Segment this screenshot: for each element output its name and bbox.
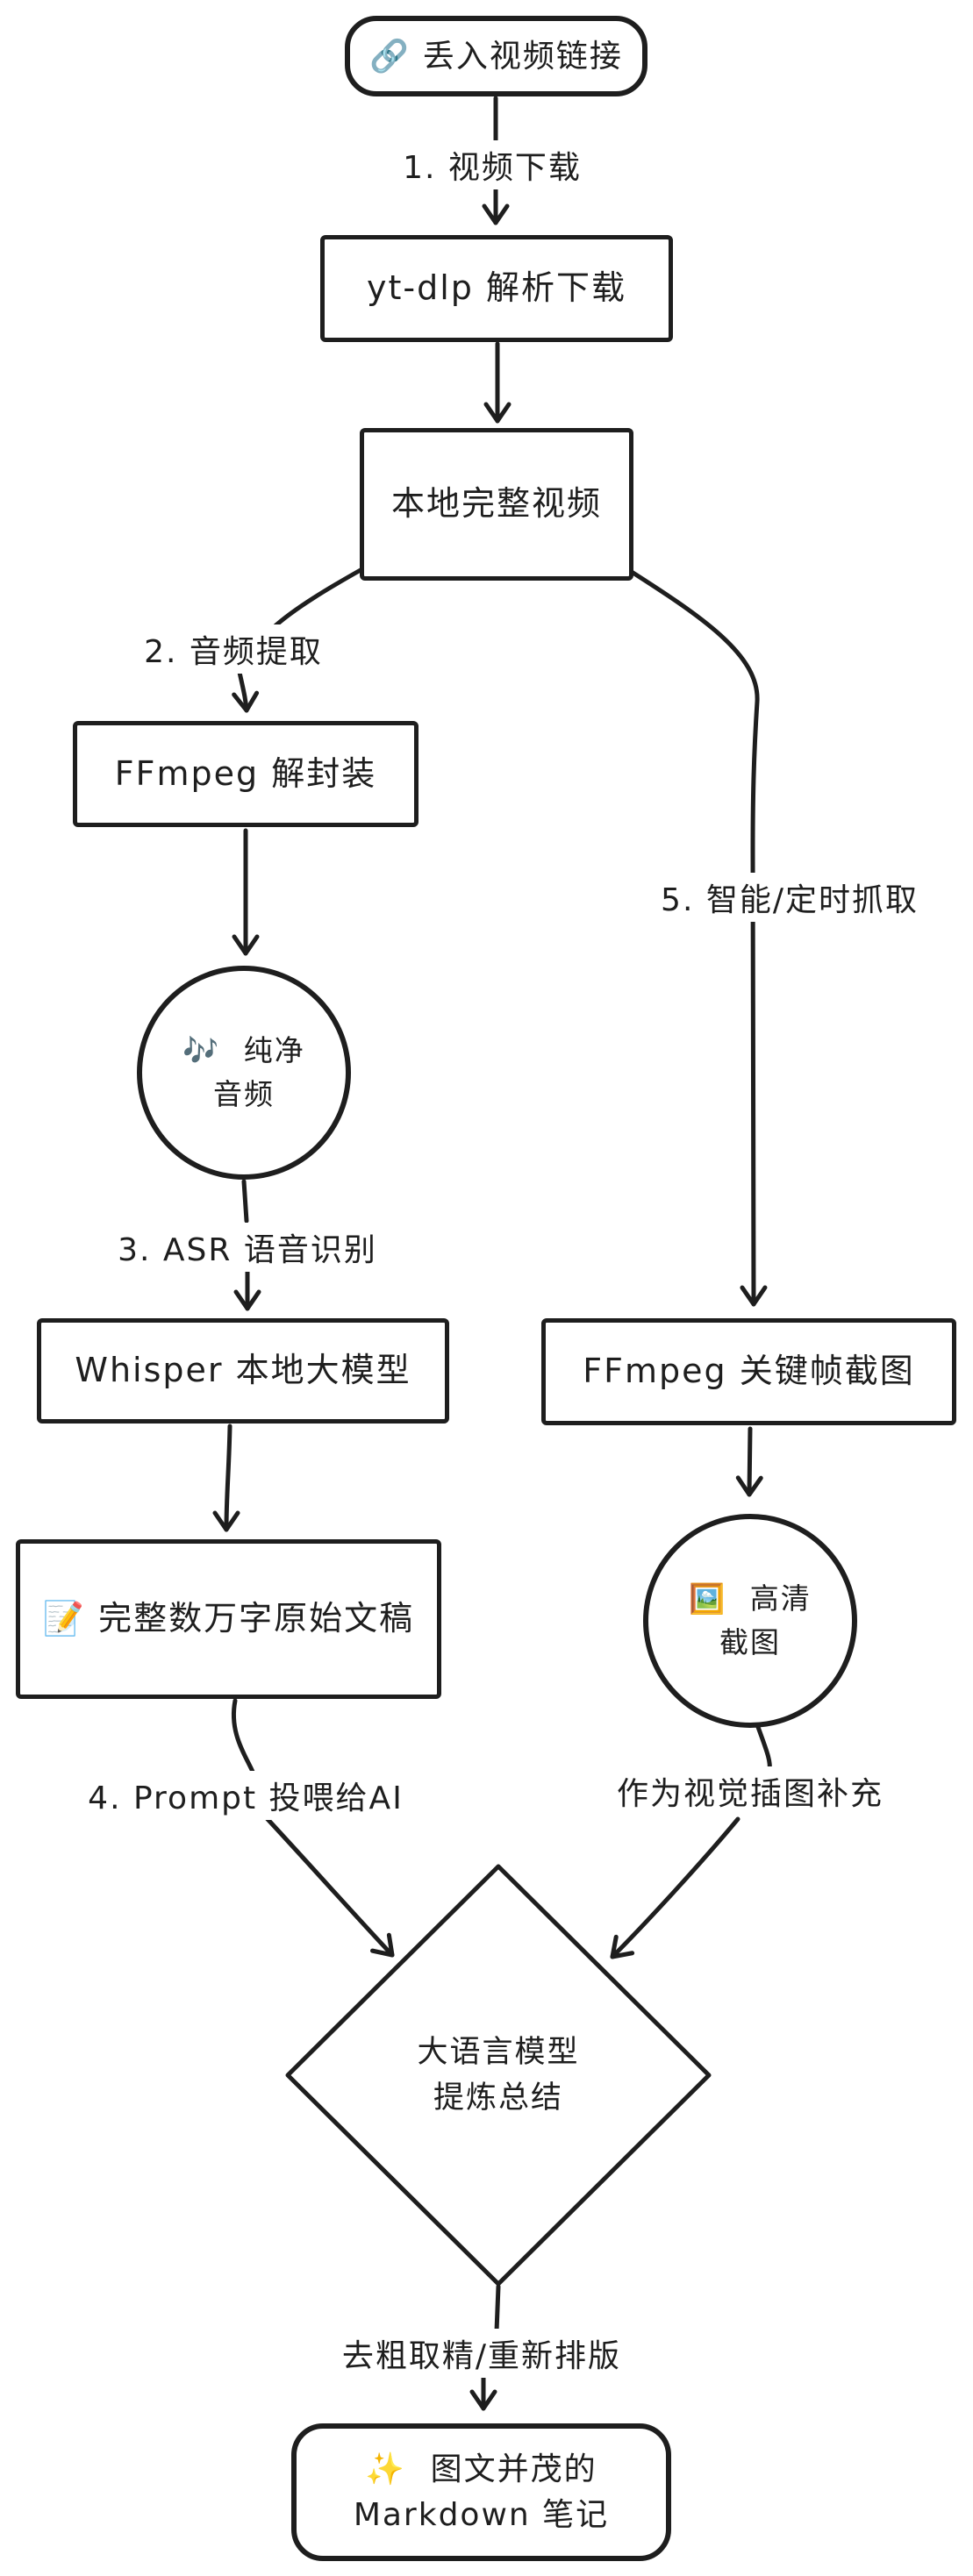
edge-transcript-to-step4: [232, 1698, 255, 1774]
node-hd-screenshot: 🖼️ 高清 截图: [643, 1514, 857, 1728]
node-ytdlp-label: yt-dlp 解析下载: [367, 268, 626, 308]
link-icon: 🔗: [369, 38, 411, 75]
musical-notes-icon: 🎶: [182, 1033, 221, 1067]
node-llm-line2: 提炼总结: [433, 2080, 564, 2116]
edge-label-step2: 2. 音频提取: [137, 624, 330, 674]
edge-audio-to-step3: [241, 1179, 249, 1224]
edge-label-refine: 去粗取精/重新排版: [334, 2329, 629, 2378]
edge-video-to-step2: [270, 564, 369, 631]
edge-label-visual: 作为视觉插图补充: [609, 1766, 891, 1816]
sparkles-icon: ✨: [365, 2451, 407, 2487]
node-ffmpeg-demux: FFmpeg 解封装: [73, 721, 419, 827]
node-input-link: 🔗 丢入视频链接: [345, 16, 647, 96]
node-ffmpeg-keyframe: FFmpeg 关键帧截图: [541, 1318, 956, 1425]
node-pure-audio-line1: 纯净: [243, 1033, 305, 1067]
node-llm-line1: 大语言模型: [417, 2035, 580, 2070]
node-ffmpeg-demux-label: FFmpeg 解封装: [114, 753, 377, 793]
node-whisper: Whisper 本地大模型: [37, 1318, 449, 1424]
framed-picture-icon: 🖼️: [689, 1581, 727, 1616]
node-local-video-label: 本地完整视频: [390, 484, 602, 524]
node-hd-screenshot-line1: 高清: [749, 1581, 812, 1616]
edge-screenshot-to-visual: [755, 1724, 772, 1773]
edge-whisper-to-transcript: [212, 1424, 240, 1532]
node-hd-screenshot-line2: 截图: [719, 1625, 781, 1659]
node-output-line1: 图文并茂的: [430, 2451, 597, 2487]
edge-video-to-keyframe: [622, 565, 768, 1307]
node-input-link-label: 丢入视频链接: [422, 38, 623, 75]
edge-label-step4: 4. Prompt 投喂给AI: [81, 1771, 411, 1820]
node-pure-audio: 🎶 纯净 音频: [137, 966, 351, 1180]
node-ytdlp: yt-dlp 解析下载: [320, 235, 673, 342]
node-output-line2: Markdown 笔记: [353, 2496, 610, 2533]
edge-keyframe-to-screenshot: [735, 1426, 763, 1497]
edge-visual-to-llm: [610, 1816, 740, 1959]
memo-icon: 📝: [42, 1599, 87, 1638]
node-transcript-label: 完整数万字原始文稿: [98, 1599, 415, 1638]
llm-diamond-shape: [285, 1864, 712, 2287]
node-transcript: 📝 完整数万字原始文稿: [16, 1539, 441, 1699]
edge-step2-to-demux: [232, 666, 260, 713]
node-pure-audio-line2: 音频: [213, 1077, 275, 1111]
edge-llm-to-refine: [494, 2284, 501, 2334]
edge-label-step3: 3. ASR 语音识别: [111, 1223, 384, 1272]
edge-label-step1: 1. 视频下载: [396, 140, 589, 189]
node-ffmpeg-keyframe-label: FFmpeg 关键帧截图: [583, 1352, 915, 1391]
node-output: ✨ 图文并茂的 Markdown 笔记: [291, 2423, 671, 2561]
edge-step4-to-llm: [264, 1816, 395, 1958]
node-whisper-label: Whisper 本地大模型: [75, 1351, 411, 1390]
node-local-video: 本地完整视频: [360, 428, 633, 581]
node-llm: 大语言模型 提炼总结: [417, 2030, 579, 2121]
edge-label-step5: 5. 智能/定时抓取: [654, 873, 926, 922]
